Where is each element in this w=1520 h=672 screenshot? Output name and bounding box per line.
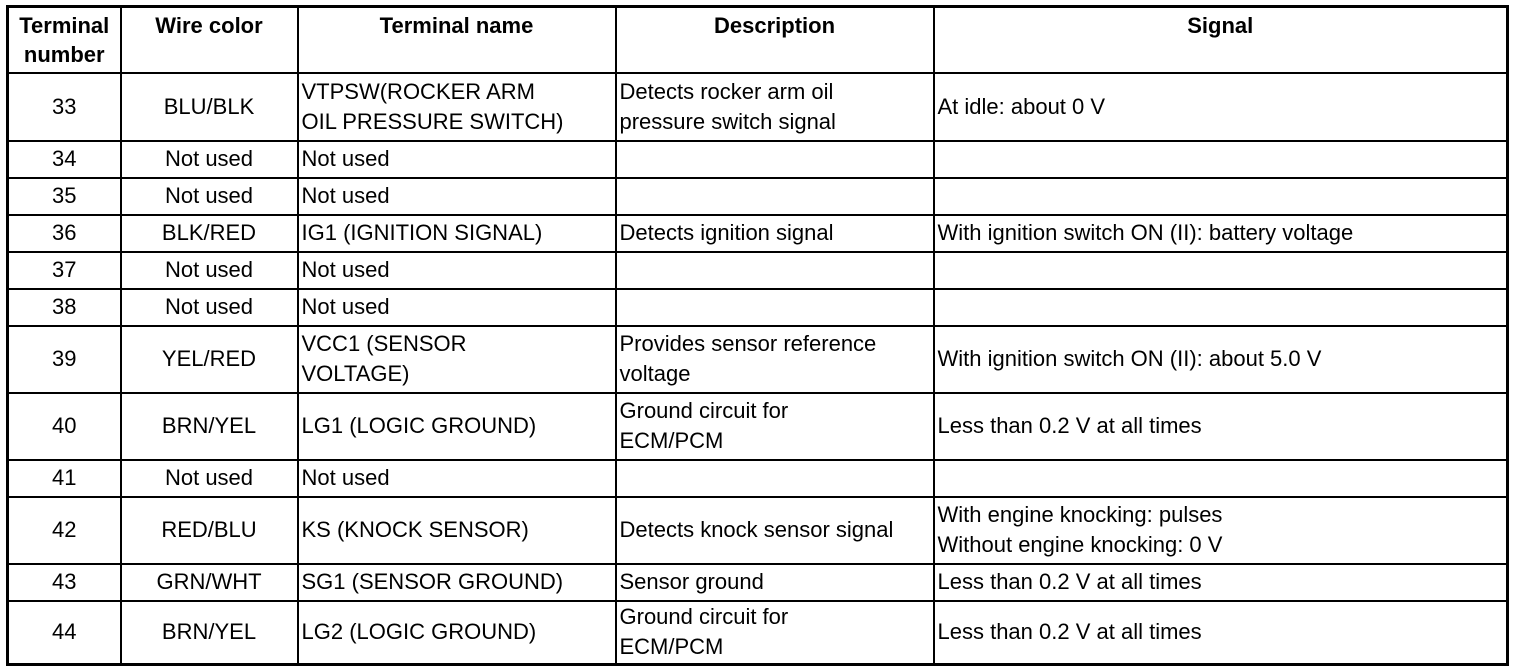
terminal-number-cell: 41: [6, 458, 122, 498]
wire-color-cell: Not used: [119, 250, 299, 290]
signal-cell: [932, 139, 1509, 179]
description-cell: Ground circuit for ECM/PCM: [614, 599, 935, 666]
table-row: 42 RED/BLU KS (KNOCK SENSOR) Detects kno…: [6, 495, 1509, 565]
terminal-name-cell: Not used: [296, 287, 617, 327]
table-row: 33 BLU/BLK VTPSW(ROCKER ARM OIL PRESSURE…: [6, 71, 1509, 142]
header-description: Description: [614, 5, 935, 74]
wire-color-cell: BLK/RED: [119, 213, 299, 253]
table-row: 38 Not used Not used: [6, 287, 1509, 327]
terminal-name-cell: Not used: [296, 139, 617, 179]
terminal-number-cell: 44: [6, 599, 122, 666]
description-cell: Detects ignition signal: [614, 213, 935, 253]
description-cell: [614, 250, 935, 290]
table-row: 40 BRN/YEL LG1 (LOGIC GROUND) Ground cir…: [6, 391, 1509, 461]
table-row: 35 Not used Not used: [6, 176, 1509, 216]
description-cell: Sensor ground: [614, 562, 935, 602]
terminal-number-cell: 36: [6, 213, 122, 253]
signal-cell: [932, 250, 1509, 290]
wire-color-cell: BRN/YEL: [119, 391, 299, 461]
description-cell: Ground circuit for ECM/PCM: [614, 391, 935, 461]
table-row: 39 YEL/RED VCC1 (SENSOR VOLTAGE) Provide…: [6, 324, 1509, 394]
table-row: 41 Not used Not used: [6, 458, 1509, 498]
description-cell: [614, 458, 935, 498]
terminal-name-cell: Not used: [296, 176, 617, 216]
signal-cell: [932, 458, 1509, 498]
signal-cell: Less than 0.2 V at all times: [932, 562, 1509, 602]
header-terminal-number: Terminal number: [6, 5, 122, 74]
wire-color-cell: Not used: [119, 139, 299, 179]
terminal-number-cell: 34: [6, 139, 122, 179]
terminal-name-cell: Not used: [296, 250, 617, 290]
wire-color-cell: Not used: [119, 287, 299, 327]
terminal-name-cell: SG1 (SENSOR GROUND): [296, 562, 617, 602]
description-cell: [614, 139, 935, 179]
terminal-number-cell: 40: [6, 391, 122, 461]
wire-color-cell: BLU/BLK: [119, 71, 299, 142]
terminal-name-cell: Not used: [296, 458, 617, 498]
wire-color-cell: Not used: [119, 458, 299, 498]
terminal-name-cell: IG1 (IGNITION SIGNAL): [296, 213, 617, 253]
signal-cell: [932, 287, 1509, 327]
table-row: 37 Not used Not used: [6, 250, 1509, 290]
header-terminal-name: Terminal name: [296, 5, 617, 74]
wire-color-cell: BRN/YEL: [119, 599, 299, 666]
description-cell: [614, 176, 935, 216]
terminal-name-cell: LG1 (LOGIC GROUND): [296, 391, 617, 461]
terminal-number-cell: 33: [6, 71, 122, 142]
table-row: 36 BLK/RED IG1 (IGNITION SIGNAL) Detects…: [6, 213, 1509, 253]
terminal-name-cell: LG2 (LOGIC GROUND): [296, 599, 617, 666]
wire-color-cell: RED/BLU: [119, 495, 299, 565]
description-cell: Provides sensor reference voltage: [614, 324, 935, 394]
wire-color-cell: YEL/RED: [119, 324, 299, 394]
terminal-number-cell: 42: [6, 495, 122, 565]
table-row: 43 GRN/WHT SG1 (SENSOR GROUND) Sensor gr…: [6, 562, 1509, 602]
description-cell: [614, 287, 935, 327]
terminal-number-cell: 37: [6, 250, 122, 290]
description-cell: Detects knock sensor signal: [614, 495, 935, 565]
terminal-number-cell: 38: [6, 287, 122, 327]
terminal-name-cell: VTPSW(ROCKER ARM OIL PRESSURE SWITCH): [296, 71, 617, 142]
terminal-number-cell: 43: [6, 562, 122, 602]
wire-color-cell: Not used: [119, 176, 299, 216]
wire-color-cell: GRN/WHT: [119, 562, 299, 602]
signal-cell: With engine knocking: pulses Without eng…: [932, 495, 1509, 565]
signal-cell: Less than 0.2 V at all times: [932, 391, 1509, 461]
terminal-name-cell: VCC1 (SENSOR VOLTAGE): [296, 324, 617, 394]
header-signal: Signal: [932, 5, 1509, 74]
signal-cell: With ignition switch ON (II): battery vo…: [932, 213, 1509, 253]
table-row: 34 Not used Not used: [6, 139, 1509, 179]
table-header-row: Terminal number Wire color Terminal name…: [6, 5, 1509, 74]
signal-cell: At idle: about 0 V: [932, 71, 1509, 142]
description-cell: Detects rocker arm oil pressure switch s…: [614, 71, 935, 142]
header-wire-color: Wire color: [119, 5, 299, 74]
terminal-table: Terminal number Wire color Terminal name…: [6, 5, 1509, 666]
signal-cell: Less than 0.2 V at all times: [932, 599, 1509, 666]
table-row: 44 BRN/YEL LG2 (LOGIC GROUND) Ground cir…: [6, 599, 1509, 666]
signal-cell: With ignition switch ON (II): about 5.0 …: [932, 324, 1509, 394]
terminal-name-cell: KS (KNOCK SENSOR): [296, 495, 617, 565]
terminal-number-cell: 39: [6, 324, 122, 394]
terminal-number-cell: 35: [6, 176, 122, 216]
signal-cell: [932, 176, 1509, 216]
